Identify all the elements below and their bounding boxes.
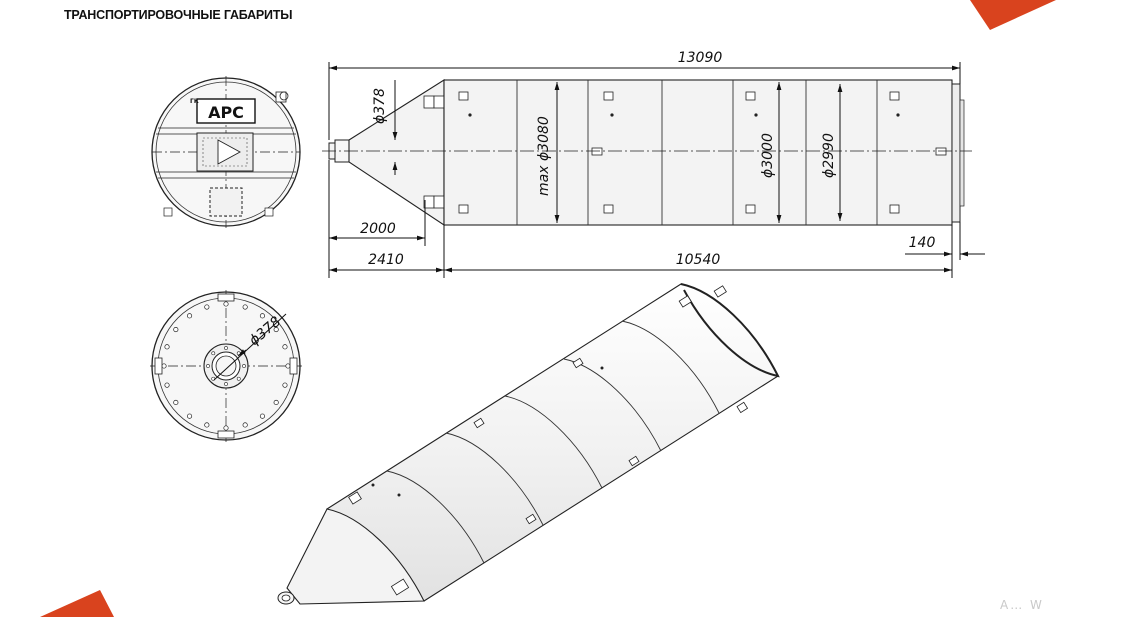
dim-body-length: 10540 — [676, 252, 721, 268]
outlet-bolt-hole — [242, 364, 246, 368]
outlet-bolts — [206, 346, 246, 386]
bolt-hole — [164, 382, 170, 388]
accent-shape-bottom-left — [40, 590, 114, 617]
iso-cone — [286, 508, 425, 605]
iso-cylinder — [326, 283, 779, 602]
isometric-view — [277, 283, 780, 605]
dim-overall-length: 13090 — [678, 50, 723, 66]
logo-text: АРС — [208, 103, 244, 122]
dim-cone-with-flange: 2410 — [368, 252, 404, 268]
accent-polygon — [970, 0, 1056, 30]
bolt-hole — [259, 313, 265, 319]
dim-inner-dia: ϕ2990 — [821, 133, 837, 178]
bolt-hole — [204, 422, 210, 428]
bottom-flange-view: ϕ378 — [150, 290, 302, 442]
accent-shape-top-right — [970, 0, 1056, 30]
dim-cone-length: 2000 — [360, 221, 396, 237]
bolt-ring — [161, 301, 291, 431]
bolt-hole — [173, 327, 179, 333]
side-view: 13090 ϕ378 max ϕ3080 ϕ3000 ϕ2990 2000 24… — [322, 50, 985, 278]
watermark: A… W — [1000, 598, 1044, 612]
outlet-bolt-hole — [224, 382, 228, 386]
bolt-hole — [173, 399, 179, 405]
bolt-hole — [282, 344, 288, 350]
outlet-bolt-hole — [211, 351, 216, 356]
accent-polygon — [40, 590, 114, 617]
bolt-hole — [285, 363, 291, 369]
logo-box — [196, 98, 256, 124]
iso-end-flange — [680, 283, 780, 378]
page-title: ТРАНСПОРТИРОВОЧНЫЕ ГАБАРИТЫ — [64, 8, 293, 22]
bolt-hole — [223, 301, 229, 307]
bolt-hole — [273, 327, 279, 333]
bolt-hole — [161, 363, 167, 369]
end-view-cone-tip — [217, 139, 241, 165]
logo-prefix: ГК — [190, 98, 199, 105]
end-view-top: ГК АРС — [151, 76, 301, 228]
bolt-hole — [242, 422, 248, 428]
bolt-hole — [204, 304, 210, 310]
dim-outlet-dia: ϕ378 — [372, 88, 388, 124]
bolt-hole — [164, 344, 170, 350]
outlet-bolt-hole — [206, 364, 210, 368]
bolt-hole — [242, 304, 248, 310]
bolt-hole — [273, 399, 279, 405]
dim-body-dia: ϕ3000 — [760, 133, 776, 178]
dim-end-offset: 140 — [909, 235, 936, 251]
bolt-hole — [282, 382, 288, 388]
bolt-hole — [187, 313, 193, 319]
outlet-bolt-hole — [224, 346, 228, 350]
bolt-hole — [259, 413, 265, 419]
dim-max-dia: max ϕ3080 — [536, 116, 552, 196]
cylinder-body — [443, 79, 953, 226]
bolt-hole — [187, 413, 193, 419]
bolt-hole — [223, 425, 229, 431]
end-view-bottom-hatch — [209, 187, 243, 217]
outlet-bolt-hole — [236, 376, 241, 381]
end-flange — [951, 83, 961, 223]
